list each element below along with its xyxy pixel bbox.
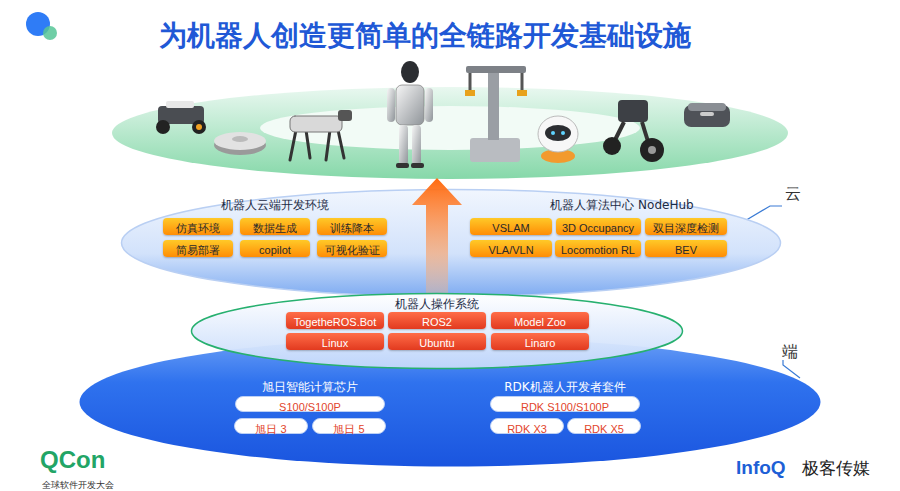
module-label: Model Zoo: [514, 314, 566, 331]
module-label: VSLAM: [492, 220, 529, 237]
logo-subtext-anchor: 全球软件开发大会: [42, 474, 114, 491]
module-label: Linux: [322, 335, 348, 352]
module-label: BEV: [675, 242, 697, 259]
arm-robot: [465, 66, 527, 162]
module-pill: 数据生成: [240, 218, 310, 235]
logo-subtext: 全球软件开发大会: [42, 479, 114, 491]
module-label: Locomotion RL: [561, 242, 635, 259]
rover-robot: [156, 101, 206, 134]
layer-ellipse-outline: [192, 294, 683, 369]
module-pill: ROS2: [388, 312, 486, 329]
diagram-title: 为机器人创造更简单的全链路开发基础设施: [159, 17, 691, 55]
layer-heading: 机器人操作系统: [395, 296, 479, 313]
module-pill: 简易部署: [163, 240, 233, 257]
side-label: 端: [782, 342, 798, 363]
module-label: S100/S100P: [279, 400, 341, 414]
module-label: 简易部署: [176, 242, 220, 259]
module-label: 数据生成: [253, 220, 297, 237]
module-label: RDK X3: [507, 422, 547, 436]
brand-name: 极客传媒: [802, 457, 870, 480]
module-label: 旭日 3: [255, 422, 286, 436]
module-pill: Model Zoo: [491, 312, 589, 329]
module-pill: 3D Occupancy: [556, 218, 641, 235]
module-pill: 可视化验证: [317, 240, 387, 257]
robot-ring: [112, 87, 788, 179]
robot-dog: [290, 110, 352, 160]
module-pill: 旭日 5: [312, 418, 386, 434]
module-label: 双目深度检测: [653, 220, 719, 237]
module-label: ROS2: [422, 314, 452, 331]
module-pill: VSLAM: [470, 218, 552, 235]
brand-name-anchor: 极客传媒: [802, 457, 870, 480]
companion-robot: [538, 116, 578, 163]
module-pill: 双目深度检测: [645, 218, 727, 235]
layer-ellipse: 机器人操作系统 TogetheROS.Bot ROS2 Model ZooLinux U…: [190, 292, 684, 370]
module-pill: 训练降本: [317, 218, 387, 235]
module-pill: VLA/VLN: [470, 240, 552, 257]
module-label: copilot: [259, 242, 291, 259]
layer-ellipse-outline: [122, 190, 781, 297]
module-label: 3D Occupancy: [562, 220, 634, 237]
wheel-leg-robot: [603, 100, 664, 162]
robot-ring-hole: [260, 106, 640, 150]
module-label: 训练降本: [330, 220, 374, 237]
layer-heading: RDK机器人开发者套件: [504, 379, 625, 396]
logo-text: QCon: [40, 446, 105, 474]
side-label: 云: [785, 184, 801, 205]
module-label: 仿真环境: [176, 220, 220, 237]
module-label: RDK S100/S100P: [521, 400, 609, 414]
module-pill: Ubuntu: [388, 333, 486, 350]
brand-logo-anchor: InfoQ: [736, 457, 786, 479]
module-pill: Linux: [286, 333, 384, 350]
module-pill: 旭日 3: [234, 418, 308, 434]
vacuum-robot: [684, 103, 730, 127]
layer-ellipse: 机器人云端开发环境 机器人算法中心 NodeHub 仿真环境 数据生成 训练降本简易部署…: [120, 188, 782, 298]
module-label: 旭日 5: [333, 422, 364, 436]
module-pill: BEV: [645, 240, 727, 257]
brand-logo: InfoQ: [736, 457, 786, 479]
logo-text-anchor: QCon: [40, 446, 105, 474]
layer-heading: 旭日智能计算芯片: [262, 379, 358, 396]
module-pill: RDK X3: [490, 418, 564, 434]
layer-heading: 机器人云端开发环境: [221, 197, 329, 214]
layer-ellipse-outline: [80, 338, 821, 467]
humanoid-robot: [387, 61, 433, 168]
module-pill: RDK X5: [567, 418, 641, 434]
module-label: Ubuntu: [419, 335, 454, 352]
module-label: Linaro: [525, 335, 556, 352]
logo-dot: [43, 26, 57, 40]
module-pill: Locomotion RL: [555, 240, 641, 257]
module-pill: copilot: [240, 240, 310, 257]
module-label: 可视化验证: [325, 242, 380, 259]
module-pill: RDK S100/S100P: [490, 396, 640, 412]
module-pill: 仿真环境: [163, 218, 233, 235]
layer-heading: 机器人算法中心 NodeHub: [550, 197, 693, 214]
module-pill: Linaro: [491, 333, 589, 350]
module-label: RDK X5: [584, 422, 624, 436]
module-label: VLA/VLN: [488, 242, 533, 259]
module-pill: TogetheROS.Bot: [286, 312, 384, 329]
module-label: TogetheROS.Bot: [294, 314, 377, 331]
module-pill: S100/S100P: [235, 396, 385, 412]
vacuum-robot: [214, 132, 266, 155]
